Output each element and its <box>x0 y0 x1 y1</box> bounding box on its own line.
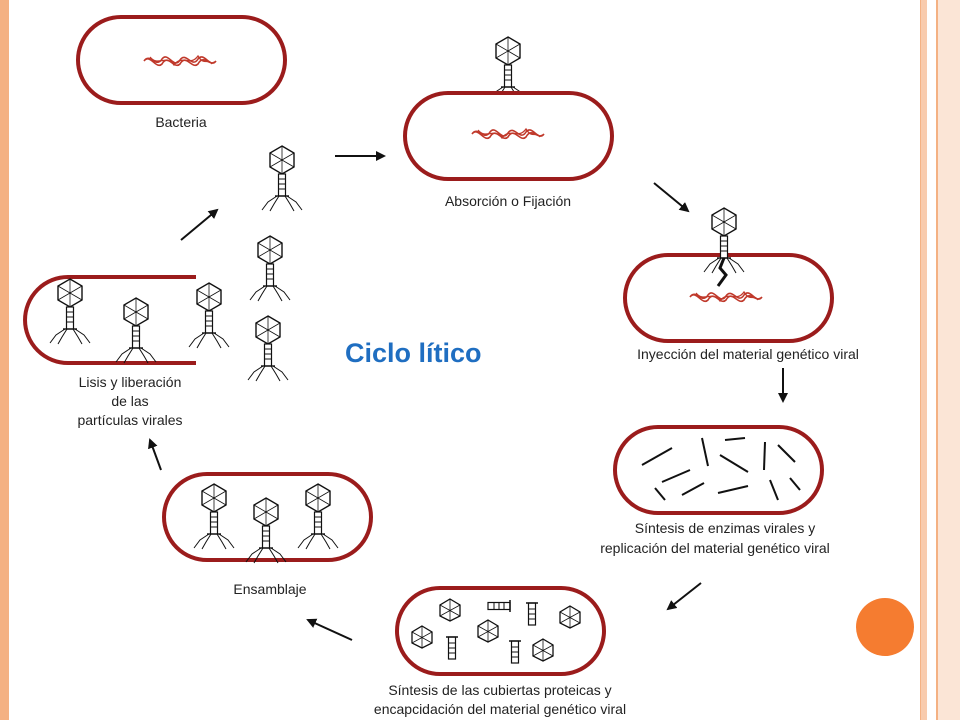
label-lysis-2: de las <box>111 393 149 409</box>
release-phage <box>249 235 291 302</box>
label-protein-synthesis-1: Síntesis de las cubiertas proteicas y <box>388 682 612 698</box>
replicated-fragments <box>641 437 801 501</box>
label-absorption: Absorción o Fijación <box>444 193 572 209</box>
slide-border-right-inner <box>920 0 927 720</box>
arrow-to-release <box>180 208 219 241</box>
label-lysis-3: partículas virales <box>77 412 183 428</box>
lysis-cell <box>23 275 196 365</box>
cycle-arrows <box>148 151 788 641</box>
arrow-to-lysis <box>148 438 162 471</box>
replication-cell <box>613 425 824 515</box>
release-phage <box>247 315 289 382</box>
label-protein-synthesis-2: encapcidación del material genético vira… <box>373 701 627 717</box>
free-phage <box>261 145 303 212</box>
slide-border-right-outer <box>936 0 960 720</box>
label-replication-2: replicación del material genético viral <box>600 540 830 556</box>
label-assembly: Ensamblaje <box>233 581 307 597</box>
arrow-to-injection <box>653 182 690 213</box>
label-lysis-1: Lisis y liberación <box>78 374 182 390</box>
arrow-to-assembly <box>306 618 353 641</box>
injected-dna-strand <box>716 257 728 287</box>
label-injection: Inyección del material genético viral <box>637 346 859 362</box>
diagram-title: Ciclo lítico <box>345 338 482 368</box>
label-bacteria: Bacteria <box>155 114 207 130</box>
label-replication-1: Síntesis de enzimas virales y <box>634 520 816 536</box>
arrow-to-protein-synthesis <box>666 582 702 611</box>
injection-cell <box>623 253 834 343</box>
slide-border-left <box>0 0 9 720</box>
decorative-orb <box>856 598 914 656</box>
